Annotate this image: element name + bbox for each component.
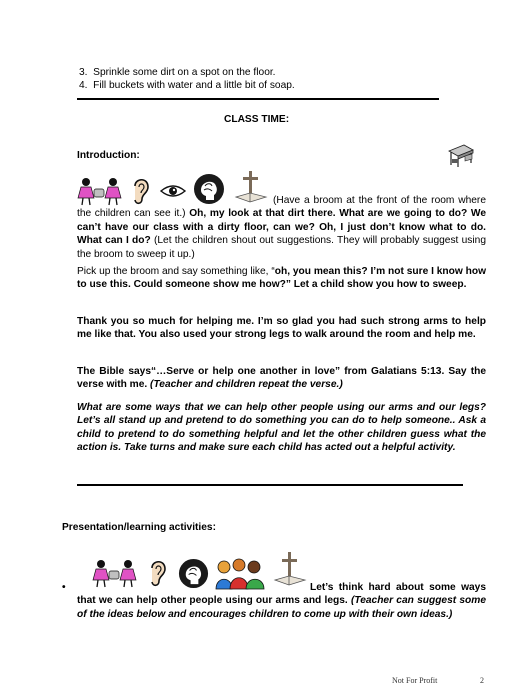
group-of-children-icon <box>215 558 265 590</box>
children-talking-icon <box>92 560 137 588</box>
step-3: 3. Sprinkle some dirt on a spot on the f… <box>79 67 276 78</box>
cross-bible-icon <box>234 171 268 203</box>
divider-bottom <box>77 484 463 486</box>
footer-not-for-profit: Not For Profit <box>392 676 438 685</box>
intro-paragraph-2: Pick up the broom and say something like… <box>77 266 487 291</box>
children-talking-icon <box>77 178 122 206</box>
presentation-heading: Presentation/learning activities: <box>62 522 216 533</box>
steps-list: 3. Sprinkle some dirt on a spot on the f… <box>79 66 459 93</box>
intro-paragraph-5: What are some ways that we can help othe… <box>77 402 486 454</box>
school-desk-icon <box>448 144 474 167</box>
divider-top <box>77 98 439 100</box>
eye-icon <box>160 185 186 197</box>
ear-icon <box>134 178 149 205</box>
intro-paragraph-3: Thank you so much for helping me. I’m so… <box>77 316 486 341</box>
intro-paragraph-4: The Bible says“…Serve or help one anothe… <box>77 366 486 391</box>
head-thinking-icon <box>178 558 209 589</box>
step-4: 4. Fill buckets with water and a little … <box>79 80 295 92</box>
intro-paragraph-1: (Have a broom at the front of the room w… <box>77 195 486 260</box>
introduction-heading: Introduction: <box>77 150 140 161</box>
ear-icon <box>151 560 166 587</box>
cross-bible-icon <box>273 552 307 586</box>
head-thinking-icon <box>194 174 224 204</box>
class-time-heading: CLASS TIME: <box>224 114 290 125</box>
bullet-marker: • <box>62 582 66 593</box>
page-number: 2 <box>480 676 484 685</box>
presentation-bullet-text: Let’s think hard about some ways that we… <box>77 582 487 620</box>
